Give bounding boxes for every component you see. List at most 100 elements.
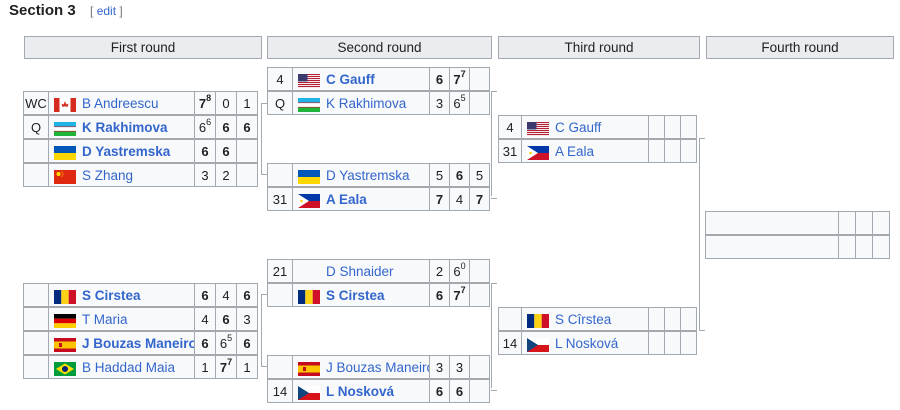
set-score [855,211,873,235]
set-score [648,115,665,139]
set-score: 77 [449,283,470,307]
set-score: 3 [194,163,216,187]
set-games: 6 [222,312,230,327]
set-score: 1 [236,355,258,379]
tiebreak-score: 5 [227,333,233,343]
set-score [648,139,665,163]
bracket-connector [491,91,497,92]
team-cell: S Cirstea [292,283,430,307]
team-cell: D Yastremska [292,163,430,187]
set-games: 5 [475,168,484,183]
set-games: 3 [243,312,251,327]
set-games: 6 [243,288,251,303]
seed: Q [267,91,293,115]
set-games: 6 [219,336,228,351]
edit-section: [ edit ] [90,4,123,18]
team-cell: B Haddad Maia [48,355,195,379]
set-games: 4 [455,192,464,207]
player-link[interactable]: K Rakhimova [82,119,168,135]
player-link[interactable]: K Rakhimova [326,95,407,111]
team-cell: B Andreescu [48,91,195,115]
round-header-second: Second round [267,36,492,59]
set-games: 6 [435,384,444,399]
set-score: 5 [429,163,450,187]
fourth-round-row [705,235,890,259]
team-cell: J Bouzas Maneiro [48,331,195,355]
set-score [469,355,490,379]
set-score: 6 [215,139,237,163]
tiebreak-score: 5 [460,93,466,103]
uzbekistan-flag-icon [298,96,320,112]
player-link[interactable]: A Eala [326,191,367,207]
set-games: 2 [435,264,444,279]
set-score [469,259,490,283]
czech-flag-icon [527,336,549,352]
set-games: 6 [435,288,444,303]
bracket-connector [491,91,492,196]
set-games: 3 [435,96,444,111]
set-score [680,331,697,355]
usa-flag-icon [527,120,549,136]
edit-link[interactable]: edit [96,4,117,18]
set-games: 1 [243,96,251,111]
seed: 4 [267,67,293,91]
set-score: 6 [236,283,258,307]
team-cell: K Rakhimova [292,91,430,115]
player-link[interactable]: S Cirstea [326,287,385,303]
player-link[interactable]: B Andreescu [82,95,159,111]
player-link[interactable]: B Haddad Maia [82,359,176,375]
player-link[interactable]: L Nosková [555,335,619,351]
player-link[interactable]: L Nosková [326,383,395,399]
player-link[interactable]: J Bouzas Maneiro [82,335,195,351]
set-games: 1 [201,360,209,375]
china-flag-icon [54,168,76,184]
team-cell: L Nosková [292,379,430,403]
set-score [664,115,681,139]
bracket-connector [261,294,262,366]
tiebreak-score: 7 [460,69,466,79]
germany-flag-icon [54,312,76,328]
set-score [680,115,697,139]
player-link[interactable]: J Bouzas Maneiro [326,359,430,375]
set-games: 7 [453,288,461,303]
seed: 21 [267,259,293,283]
seed [23,283,49,307]
player-link[interactable]: D Yastremska [326,167,410,183]
third-round-row: S Cîrstea [498,307,697,331]
player-link[interactable]: S Cîrstea [555,311,612,327]
player-link[interactable]: D Shnaider [326,263,394,279]
team-cell: D Yastremska [48,139,195,163]
set-score: 6 [429,283,450,307]
set-score: 7 [469,187,490,211]
player-link[interactable]: D Yastremska [82,143,171,159]
spain-flag-icon [54,336,76,352]
seed [23,355,49,379]
set-score: 77 [215,355,237,379]
player-link[interactable]: T Maria [82,311,128,327]
team-cell: K Rakhimova [48,115,195,139]
team-cell: C Gauff [521,115,649,139]
set-score [855,235,873,259]
team-cell: L Nosková [521,331,649,355]
team-cell: S Cirstea [48,283,195,307]
set-score: 3 [429,91,450,115]
team-cell: A Eala [521,139,649,163]
player-link[interactable]: S Cirstea [82,287,141,303]
player-link[interactable]: C Gauff [555,119,602,135]
set-score: 4 [215,283,237,307]
set-score [872,235,890,259]
player-link[interactable]: C Gauff [326,71,375,87]
player-link[interactable]: S Zhang [82,167,134,183]
player-link[interactable]: A Eala [555,143,595,159]
set-games: 6 [455,168,464,183]
set-score: 1 [194,355,216,379]
seed [23,331,49,355]
set-score: 6 [236,331,258,355]
set-score: 6 [449,163,470,187]
